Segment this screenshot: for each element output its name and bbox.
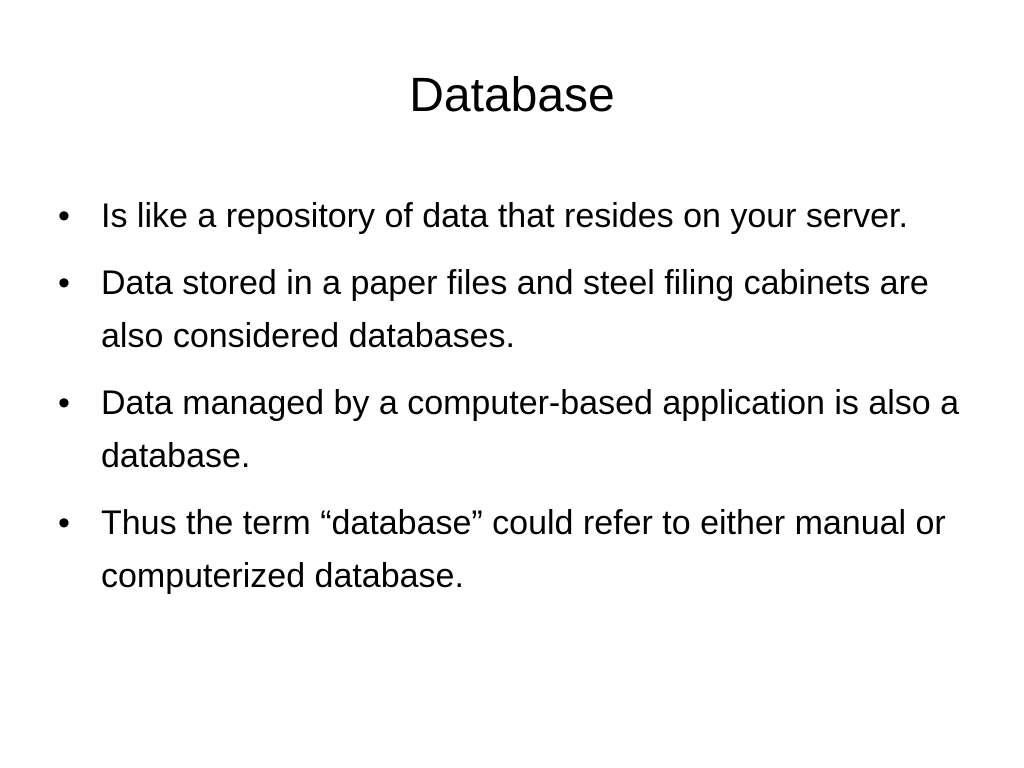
bullet-text: Data stored in a paper files and steel f…: [101, 264, 929, 355]
bullet-text: Thus the term “database” could refer to …: [101, 504, 946, 595]
bullet-icon: •: [58, 197, 70, 235]
bullet-icon: •: [58, 384, 70, 422]
bullet-icon: •: [58, 504, 70, 542]
bullet-item: • Is like a repository of data that resi…: [58, 190, 978, 243]
bullet-item: • Thus the term “database” could refer t…: [58, 497, 978, 603]
bullet-list: • Is like a repository of data that resi…: [58, 190, 978, 617]
bullet-text: Is like a repository of data that reside…: [101, 197, 908, 235]
slide-title: Database: [409, 69, 615, 122]
bullet-item: • Data managed by a computer-based appli…: [58, 377, 978, 483]
bullet-item: • Data stored in a paper files and steel…: [58, 257, 978, 363]
bullet-icon: •: [58, 264, 70, 302]
bullet-text: Data managed by a computer-based applica…: [101, 384, 960, 475]
